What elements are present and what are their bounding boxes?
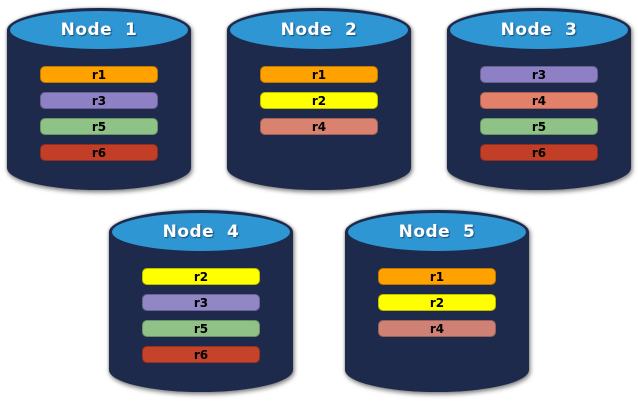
- replica-bar-r6: r6: [142, 346, 260, 363]
- node-2-top-ellipse: Node 2: [227, 8, 411, 52]
- node-3-replica-list: r3 r4 r5 r6: [480, 66, 598, 161]
- replica-bar-r5: r5: [142, 320, 260, 337]
- node-3-title: Node 3: [500, 20, 578, 40]
- replica-bar-r1: r1: [378, 268, 496, 285]
- node-2-replica-list: r1 r2 r4: [260, 66, 378, 135]
- replica-bar-r6: r6: [40, 144, 158, 161]
- replica-bar-r1: r1: [260, 66, 378, 83]
- node-5-cylinder: Node 5 r1 r2 r4: [345, 210, 529, 392]
- replica-bar-r1: r1: [40, 66, 158, 83]
- top-row: Node 1 r1 r3 r5 r6 Node 2 r1 r2 r4: [0, 8, 638, 190]
- replica-bar-r2: r2: [142, 268, 260, 285]
- replica-bar-r2: r2: [260, 92, 378, 109]
- node-5-body: [345, 232, 529, 392]
- node-2-title: Node 2: [280, 20, 358, 40]
- node-4-cylinder: Node 4 r2 r3 r5 r6: [109, 210, 293, 392]
- replica-bar-r4: r4: [480, 92, 598, 109]
- node-4-top-ellipse: Node 4: [109, 210, 293, 254]
- replica-bar-r5: r5: [40, 118, 158, 135]
- replica-bar-r2: r2: [378, 294, 496, 311]
- node-1-body: [7, 30, 191, 190]
- node-2-body: [227, 30, 411, 190]
- replica-bar-r3: r3: [480, 66, 598, 83]
- replica-bar-r6: r6: [480, 144, 598, 161]
- node-1-cylinder: Node 1 r1 r3 r5 r6: [7, 8, 191, 190]
- bottom-row: Node 4 r2 r3 r5 r6 Node 5 r1 r2 r4: [0, 210, 638, 392]
- node-1-title: Node 1: [60, 20, 138, 40]
- node-3-cylinder: Node 3 r3 r4 r5 r6: [447, 8, 631, 190]
- node-1-replica-list: r1 r3 r5 r6: [40, 66, 158, 161]
- node-4-title: Node 4: [162, 222, 240, 242]
- node-4-replica-list: r2 r3 r5 r6: [142, 268, 260, 363]
- node-3-top-ellipse: Node 3: [447, 8, 631, 52]
- replica-bar-r5: r5: [480, 118, 598, 135]
- node-5-top-ellipse: Node 5: [345, 210, 529, 254]
- replica-bar-r4: r4: [260, 118, 378, 135]
- replica-bar-r3: r3: [40, 92, 158, 109]
- node-4-body: [109, 232, 293, 392]
- node-3-body: [447, 30, 631, 190]
- replica-bar-r4: r4: [378, 320, 496, 337]
- node-5-title: Node 5: [398, 222, 476, 242]
- node-5-replica-list: r1 r2 r4: [378, 268, 496, 337]
- replica-bar-r3: r3: [142, 294, 260, 311]
- node-1-top-ellipse: Node 1: [7, 8, 191, 52]
- node-2-cylinder: Node 2 r1 r2 r4: [227, 8, 411, 190]
